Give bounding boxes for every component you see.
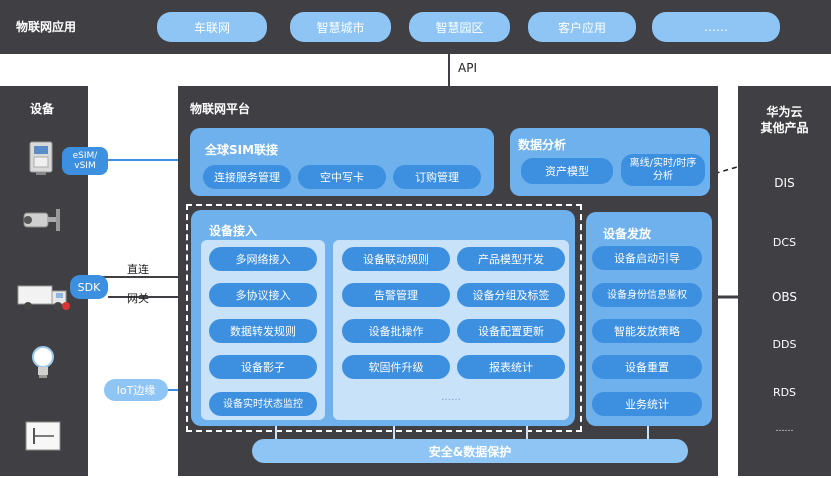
gateway-label: 网关 [127, 292, 149, 305]
sim-order-management[interactable]: 订购管理 [393, 165, 481, 189]
asset-model[interactable]: 资产模型 [521, 158, 613, 184]
light-bulb-icon [30, 345, 56, 381]
device-identity-auth[interactable]: 设备身份信息鉴权 [592, 283, 702, 307]
multi-network-access[interactable]: 多网络接入 [209, 247, 317, 271]
device-reset[interactable]: 设备重置 [592, 355, 702, 379]
device-group-and-tags[interactable]: 设备分组及标签 [457, 283, 565, 307]
alarm-management[interactable]: 告警管理 [342, 283, 450, 307]
app-customer[interactable]: 客户应用 [528, 12, 636, 42]
switch-panel-icon [24, 420, 62, 452]
offline-realtime-analysis[interactable]: 离线/实时/时序 分析 [621, 154, 705, 186]
cloud-dcs: DCS [772, 236, 797, 249]
device-access-dashed-frame [186, 204, 582, 432]
data-forwarding-rules[interactable]: 数据转发规则 [209, 319, 317, 343]
data-analytics-title: 数据分析 [518, 138, 567, 152]
access-more: …… [441, 392, 461, 403]
security-data-protection[interactable]: 安全&数据保护 [252, 439, 688, 463]
device-access-title: 设备接入 [209, 224, 258, 238]
app-smart-campus[interactable]: 智慧园区 [409, 12, 510, 42]
firmware-upgrade[interactable]: 软固件升级 [342, 355, 450, 379]
cloud-rds: RDS [772, 386, 797, 399]
device-linkage-rules[interactable]: 设备联动规则 [342, 247, 450, 271]
truck-icon [16, 282, 72, 312]
camera-icon [20, 205, 64, 239]
device-batch-operations[interactable]: 设备批操作 [342, 319, 450, 343]
cloud-dis: DIS [774, 176, 795, 190]
iot-applications-panel: 物联网应用 车联网 智慧城市 智慧园区 客户应用 …… [0, 0, 831, 54]
sim-ota-card-write[interactable]: 空中写卡 [298, 165, 386, 189]
device-bootstrap[interactable]: 设备启动引导 [592, 246, 702, 270]
multi-protocol-access[interactable]: 多协议接入 [209, 283, 317, 307]
huawei-cloud-panel [738, 86, 831, 476]
iot-applications-title: 物联网应用 [16, 20, 77, 34]
app-smart-city[interactable]: 智慧城市 [290, 12, 391, 42]
api-label: API [458, 61, 477, 75]
huawei-cloud-title: 华为云 其他产品 [760, 105, 809, 135]
device-shadow[interactable]: 设备影子 [209, 355, 317, 379]
iot-platform-title: 物联网平台 [190, 102, 251, 116]
cloud-more: …… [775, 424, 794, 434]
esim-vsim-badge: eSIM/ vSIM [62, 147, 108, 175]
app-more[interactable]: …… [652, 12, 780, 42]
global-sim-title: 全球SIM联接 [205, 143, 279, 157]
direct-connect-label: 直连 [127, 263, 149, 276]
device-provisioning-title: 设备发放 [603, 227, 652, 241]
smart-provision-policy[interactable]: 智能发放策略 [592, 319, 702, 343]
device-config-update[interactable]: 设备配置更新 [457, 319, 565, 343]
device-status-monitoring[interactable]: 设备实时状态监控 [209, 392, 317, 416]
cloud-dds: DDS [772, 338, 797, 351]
sdk-badge: SDK [70, 275, 108, 299]
report-statistics[interactable]: 报表统计 [457, 355, 565, 379]
product-model-development[interactable]: 产品模型开发 [457, 247, 565, 271]
business-statistics[interactable]: 业务统计 [592, 392, 702, 416]
app-connected-vehicles[interactable]: 车联网 [157, 12, 267, 42]
sim-connection-service[interactable]: 连接服务管理 [203, 165, 291, 189]
iot-edge-badge: IoT边缘 [104, 379, 168, 401]
smart-meter-icon [26, 140, 56, 176]
cloud-obs: OBS [771, 290, 798, 304]
devices-title: 设备 [30, 102, 55, 116]
